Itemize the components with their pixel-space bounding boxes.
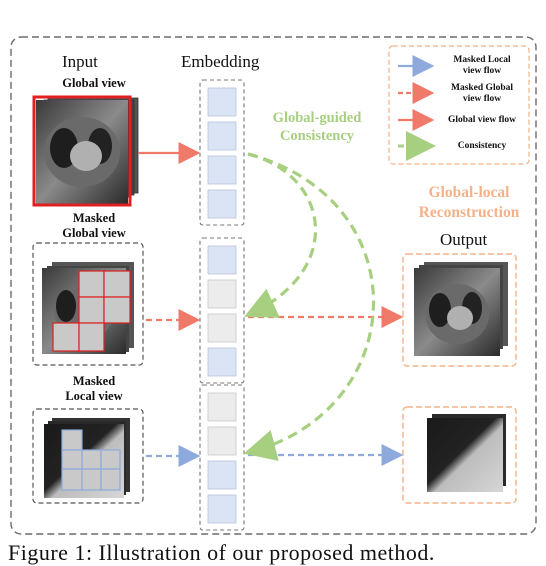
masked-local-frame xyxy=(32,408,144,504)
reconstruction-title-line2: Reconstruction xyxy=(418,204,520,221)
global-view-label: Global view xyxy=(62,76,126,90)
input-header: Input xyxy=(62,52,98,71)
consistency-title-line1: Global-guided xyxy=(272,110,362,126)
embedding-masked-global xyxy=(199,237,245,384)
masked-global-view-image xyxy=(42,262,134,354)
legend-box xyxy=(388,45,530,165)
embedding-masked-local xyxy=(199,384,245,531)
legend-masked-global-2: view flow xyxy=(462,94,502,104)
consistency-title-line2: Consistency xyxy=(279,128,355,144)
outer-frame xyxy=(10,36,537,535)
embedding-header: Embedding xyxy=(181,52,260,71)
arrow-consistency-to-masked-local xyxy=(243,152,376,461)
arrow-consistency-to-masked-global xyxy=(244,152,318,318)
legend-masked-local-1: Masked Local xyxy=(453,55,511,65)
output-header: Output xyxy=(440,230,488,249)
masked-local-label-line2: Local view xyxy=(65,389,123,403)
masked-local-label-line1: Masked xyxy=(72,374,116,388)
output-global-image xyxy=(414,262,508,356)
masked-global-label-line1: Masked xyxy=(72,211,116,225)
embedding-global xyxy=(199,79,245,226)
output-global-frame xyxy=(402,253,517,367)
output-local-image xyxy=(427,414,506,492)
figure-caption: Figure 1: Illustration of our proposed m… xyxy=(8,540,435,565)
reconstruction-title-line1: Global-local xyxy=(428,184,510,201)
masked-local-view-image xyxy=(44,418,130,498)
masked-global-label-line2: Global view xyxy=(62,226,126,240)
legend-masked-local-2: view flow xyxy=(462,66,502,76)
global-view-image xyxy=(32,95,139,207)
masked-global-frame xyxy=(32,242,144,366)
legend-global-flow: Global view flow xyxy=(447,115,517,125)
legend-masked-global-1: Masked Global xyxy=(450,83,514,93)
legend-consistency: Consistency xyxy=(457,141,507,151)
